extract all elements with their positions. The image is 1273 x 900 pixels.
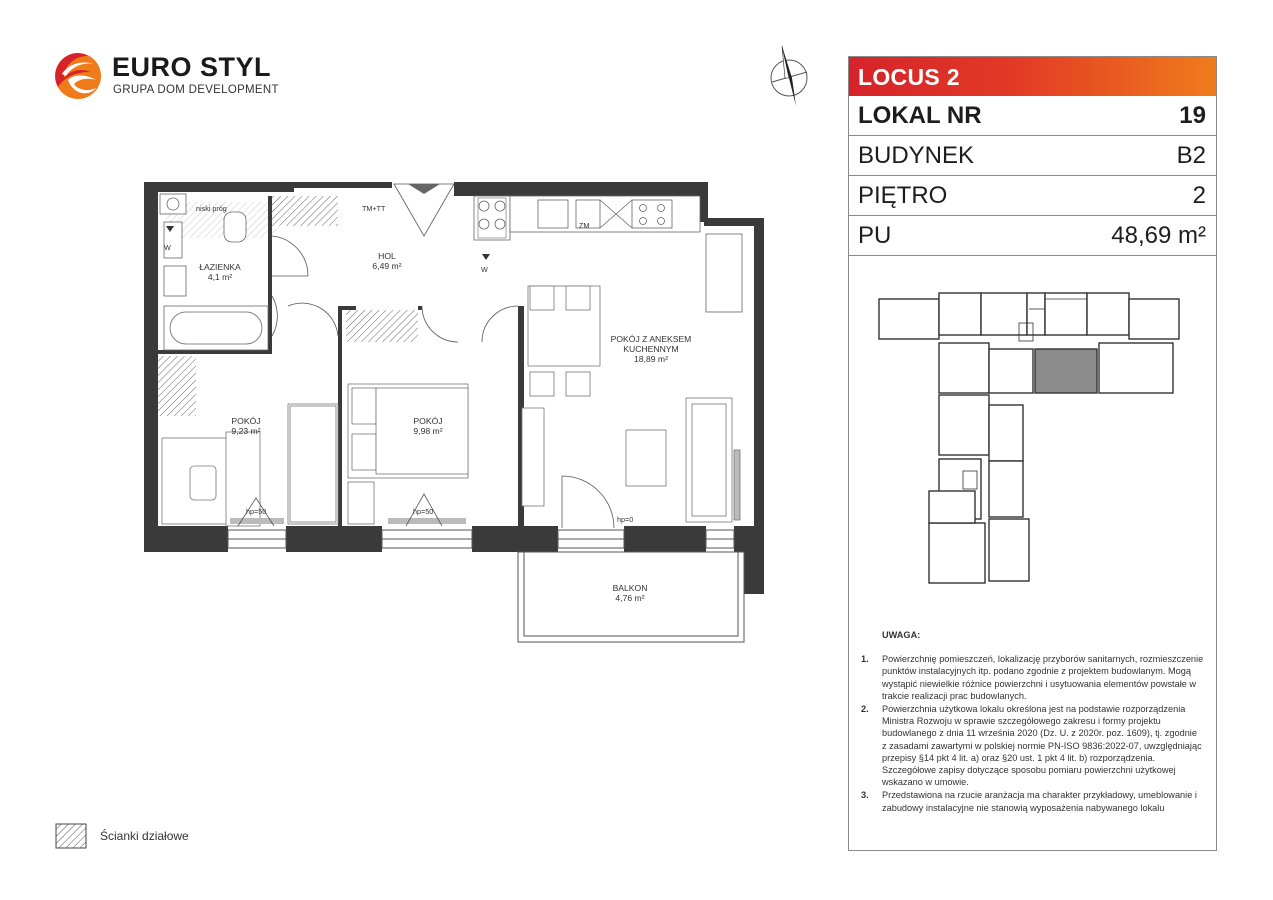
room-living-kitchen: POKÓJ Z ANEKSEM KUCHENNYM 18,89 m²	[611, 334, 692, 364]
note-number: 3.	[861, 790, 869, 801]
row-unit-number: LOKAL NR 19	[849, 96, 1216, 136]
room-hall-name: HOL	[378, 251, 396, 261]
euro-styl-logo: EURO STYL GRUPA DOM DEVELOPMENT	[52, 50, 282, 100]
unit-number-label: LOKAL NR	[858, 102, 982, 129]
building-label: BUDYNEK	[858, 142, 975, 169]
room-bedroom-1-name: POKÓJ	[231, 416, 261, 426]
compass-icon	[770, 45, 808, 106]
room-bedroom-2: POKÓJ 9,98 m²	[413, 416, 442, 436]
room-hall-area: 6,49 m²	[372, 261, 402, 271]
row-usable-area: PU 48,69 m²	[849, 216, 1216, 256]
room-balcony: BALKON 4,76 m²	[613, 583, 648, 603]
room-bedroom-1-area: 9,23 m²	[231, 426, 261, 436]
note-text: Przedstawiona na rzucie aranżacja ma cha…	[882, 790, 1197, 813]
floor-label: PIĘTRO	[858, 182, 948, 209]
room-balcony-name: BALKON	[612, 583, 648, 593]
note-text: Powierzchnia użytkowa lokalu określona j…	[882, 704, 1202, 788]
floor-value: 2	[1192, 182, 1206, 209]
unit-number-value: 19	[1179, 102, 1206, 129]
room-hall: HOL 6,49 m²	[372, 251, 401, 271]
floor-plan	[144, 182, 764, 643]
room-balcony-area: 4,76 m²	[615, 593, 645, 603]
row-floor: PIĘTRO 2	[849, 176, 1216, 216]
building-key-plan	[878, 292, 1180, 584]
notes-title: UWAGA:	[882, 630, 921, 640]
mark-w-kitchen: W	[481, 265, 488, 274]
mark-tm-tt: TM+TT	[362, 204, 386, 213]
mark-hp-0-living: hp=0	[617, 515, 634, 524]
legend: Ścianki działowe	[55, 823, 255, 853]
project-header: LOCUS 2	[849, 57, 1216, 96]
mark-hp-50-room1: hp=50	[246, 507, 267, 516]
row-building: BUDYNEK B2	[849, 136, 1216, 176]
mark-w-bathroom: W	[164, 243, 171, 252]
room-living-kitchen-area: 18,89 m²	[634, 354, 668, 364]
mark-hp-50-room2: hp=50	[413, 507, 434, 516]
note-item: 1. Powierzchnię pomieszczeń, lokalizację…	[859, 653, 1204, 702]
note-number: 2.	[861, 704, 869, 715]
mark-zm: ZM	[579, 221, 590, 230]
room-bedroom-1: POKÓJ 9,23 m²	[231, 416, 260, 436]
mark-low-threshold: niski próg	[196, 204, 227, 213]
usable-area-label: PU	[858, 222, 892, 249]
legend-label: Ścianki działowe	[100, 829, 189, 843]
logo-brand: EURO STYL	[112, 52, 272, 82]
project-name: LOCUS 2	[858, 64, 960, 90]
note-item: 2. Powierzchnia użytkowa lokalu określon…	[859, 703, 1204, 788]
note-text: Powierzchnię pomieszczeń, lokalizację pr…	[882, 654, 1204, 701]
room-living-kitchen-name2: KUCHENNYM	[623, 344, 679, 354]
room-bathroom: ŁAZIENKA 4,1 m²	[199, 262, 241, 282]
note-number: 1.	[861, 654, 869, 665]
hatch-swatch-icon	[55, 823, 87, 849]
room-bathroom-area: 4,1 m²	[207, 272, 233, 282]
logo-subtitle: GRUPA DOM DEVELOPMENT	[113, 84, 279, 96]
room-living-kitchen-name: POKÓJ Z ANEKSEM	[610, 334, 692, 344]
note-item: 3. Przedstawiona na rzucie aranżacja ma …	[859, 789, 1204, 813]
building-value: B2	[1176, 142, 1206, 169]
apartment-info-panel: LOCUS 2 LOKAL NR 19 BUDYNEK B2 PIĘTRO 2 …	[848, 56, 1217, 851]
logo-swirl-icon	[55, 53, 101, 99]
notes-section: UWAGA: 1. Powierzchnię pomieszczeń, loka…	[859, 629, 1204, 815]
room-bedroom-2-area: 9,98 m²	[413, 426, 443, 436]
usable-area-value: 48,69 m²	[1111, 222, 1206, 249]
room-bathroom-name: ŁAZIENKA	[199, 262, 241, 272]
room-bedroom-2-name: POKÓJ	[413, 416, 443, 426]
